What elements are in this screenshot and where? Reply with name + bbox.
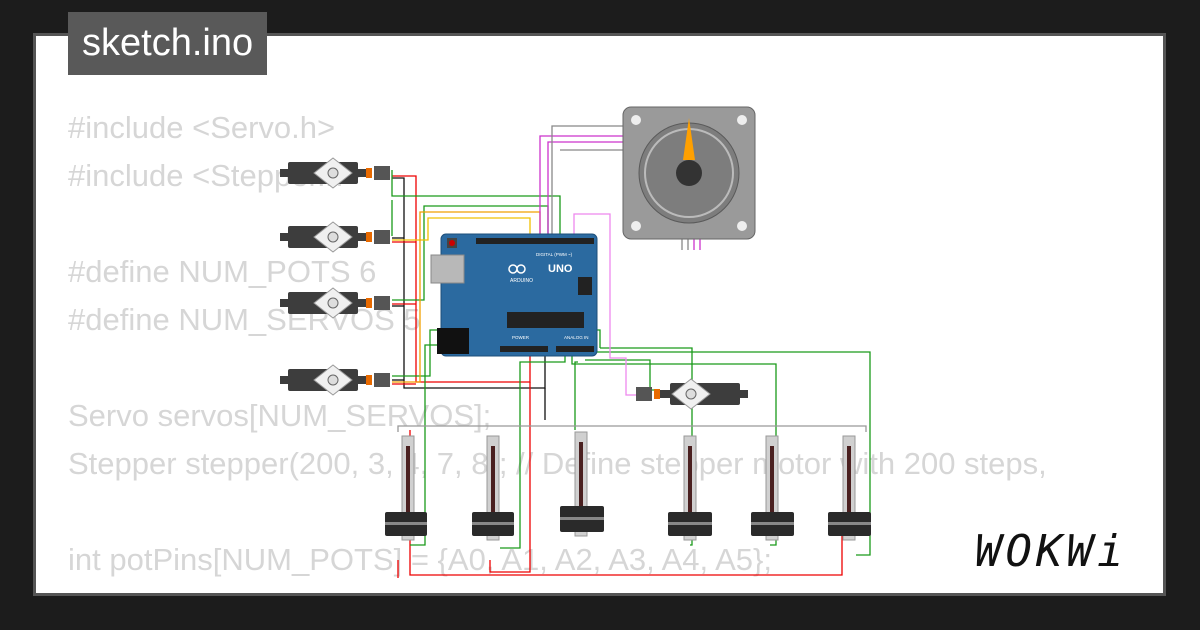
servo-1[interactable] [280, 157, 390, 189]
board-name-label: UNO [548, 263, 573, 275]
digital-header [476, 238, 594, 244]
analog-header [556, 346, 594, 352]
code-line: #include <Servo.h> [68, 110, 336, 145]
wokwi-logo: WOKWi [975, 526, 1128, 577]
stepper-motor[interactable] [622, 106, 756, 240]
slide-pot-3[interactable] [560, 431, 604, 537]
power-label: POWER [512, 335, 530, 340]
analog-label: ANALOG IN [564, 335, 589, 340]
preview-card: #include <Servo.h>#include <Stepper.h>#d… [33, 33, 1166, 596]
slide-pot-4[interactable] [668, 435, 712, 541]
power-header [500, 346, 548, 352]
slide-pot-2[interactable] [472, 435, 514, 541]
power-jack [437, 328, 469, 354]
slide-pot-1[interactable] [385, 435, 427, 541]
digital-label: DIGITAL (PWM ~) [536, 252, 573, 257]
code-line: Servo servos[NUM_SERVOS]; [68, 398, 492, 433]
servo-2[interactable] [280, 221, 390, 253]
code-line: #define NUM_POTS 6 [68, 254, 377, 289]
arduino-uno-board[interactable]: UNO ARDUINO DIGITAL (PWM ~) POWER ANALOG… [430, 233, 598, 357]
code-line: int potPins[NUM_POTS] = {A0, A1, A2, A3,… [68, 542, 772, 577]
slide-pot-6[interactable] [828, 435, 871, 541]
code-line: Stepper stepper(200, 3, 4, 7, 8); // Def… [68, 446, 1047, 481]
circuit-diagram: UNO ARDUINO DIGITAL (PWM ~) POWER ANALOG… [280, 106, 871, 578]
board-brand-label: ARDUINO [510, 278, 533, 284]
servo-5[interactable] [636, 378, 748, 410]
reset-button-icon [449, 240, 455, 246]
servo-3[interactable] [280, 287, 390, 319]
atmega-chip [507, 312, 584, 328]
servo-4[interactable] [280, 364, 390, 396]
usb-port [430, 254, 465, 284]
code-line: #define NUM_SERVOS 5 [68, 302, 421, 337]
code-line: int servoPins[NUM_SERVOS] = {2, 5, 6, 9,… [68, 584, 1047, 593]
file-title-badge: sketch.ino [68, 12, 268, 75]
slide-pot-5[interactable] [751, 435, 794, 541]
